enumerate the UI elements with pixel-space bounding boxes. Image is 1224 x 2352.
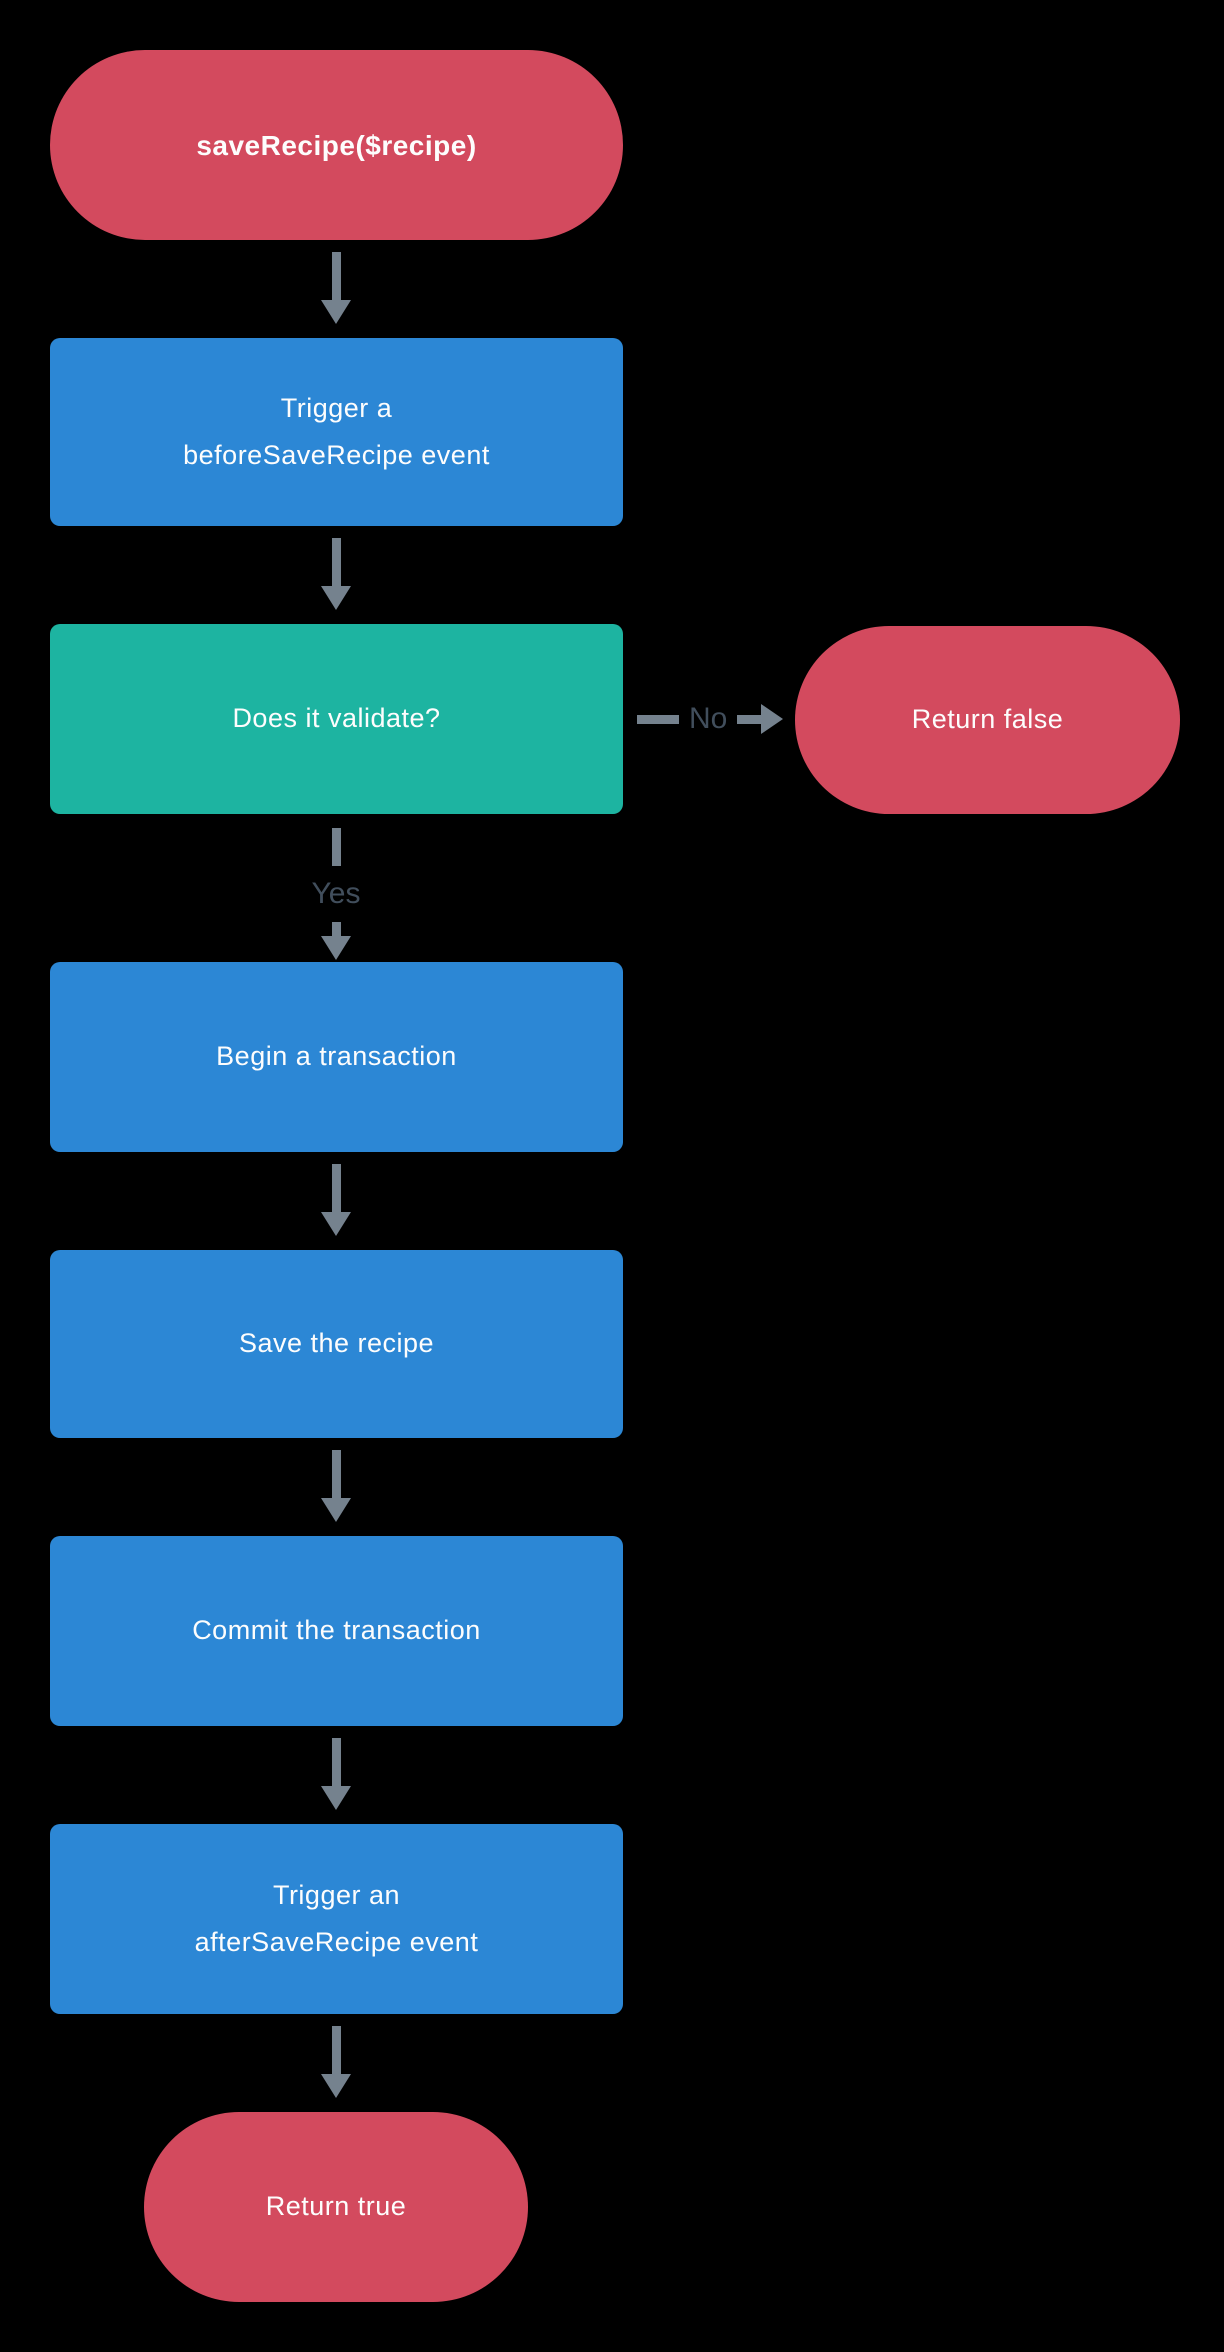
node-save-recipe-label: Save the recipe	[238, 1328, 435, 1359]
node-trigger-after-label: Trigger an afterSaveRecipe event	[194, 1879, 479, 1957]
arrow-shaft	[331, 252, 341, 300]
node-return-true: Return true	[144, 2112, 528, 2302]
arrow-head-icon	[321, 300, 351, 324]
node-commit-transaction-label: Commit the transaction	[192, 1615, 481, 1646]
edge-yes-label: Yes	[311, 877, 361, 910]
node-begin-transaction-label: Begin a transaction	[216, 1041, 457, 1072]
node-start-label: saveRecipe($recipe)	[196, 129, 477, 161]
node-trigger-before-save-event: Trigger a beforeSaveRecipe event	[50, 338, 623, 526]
arrow-shaft	[737, 714, 762, 724]
node-validate-label: Does it validate?	[232, 703, 441, 734]
node-return-true-label: Return true	[265, 2191, 407, 2222]
arrow-commit-to-trigger-after	[321, 1738, 351, 1810]
arrow-shaft	[331, 1164, 341, 1212]
edge-yes-arrow	[321, 922, 351, 960]
arrow-shaft	[331, 1450, 341, 1498]
arrow-shaft	[331, 922, 341, 936]
node-begin-transaction: Begin a transaction	[50, 962, 623, 1152]
arrow-trigger-before-to-validate	[321, 538, 351, 610]
node-save-the-recipe: Save the recipe	[50, 1250, 623, 1438]
arrow-save-to-commit	[321, 1450, 351, 1522]
arrow-trigger-after-to-return-true	[321, 2026, 351, 2098]
node-does-it-validate: Does it validate?	[50, 624, 623, 814]
arrow-begin-to-save	[321, 1164, 351, 1236]
node-commit-transaction: Commit the transaction	[50, 1536, 623, 1726]
arrow-head-icon	[321, 936, 351, 960]
node-start-save-recipe: saveRecipe($recipe)	[50, 50, 623, 240]
arrow-head-right-icon	[761, 704, 784, 734]
arrow-head-icon	[321, 1498, 351, 1522]
edge-yes-dash	[331, 828, 341, 866]
node-trigger-before-label: Trigger a beforeSaveRecipe event	[183, 392, 490, 470]
node-return-false-label: Return false	[911, 704, 1064, 735]
arrow-head-icon	[321, 2074, 351, 2098]
arrow-head-icon	[321, 1212, 351, 1236]
edge-no: No	[637, 702, 784, 735]
edge-no-label: No	[689, 702, 728, 735]
arrow-start-to-trigger-before	[321, 252, 351, 324]
arrow-shaft	[331, 2026, 341, 2074]
arrow-head-icon	[321, 1786, 351, 1810]
node-trigger-after-save-event: Trigger an afterSaveRecipe event	[50, 1824, 623, 2014]
arrow-head-icon	[321, 586, 351, 610]
edge-yes: Yes	[312, 828, 360, 960]
edge-no-dash	[637, 714, 679, 724]
node-return-false: Return false	[795, 626, 1180, 814]
arrow-shaft	[331, 538, 341, 586]
arrow-shaft	[331, 1738, 341, 1786]
edge-no-arrow	[737, 704, 784, 734]
